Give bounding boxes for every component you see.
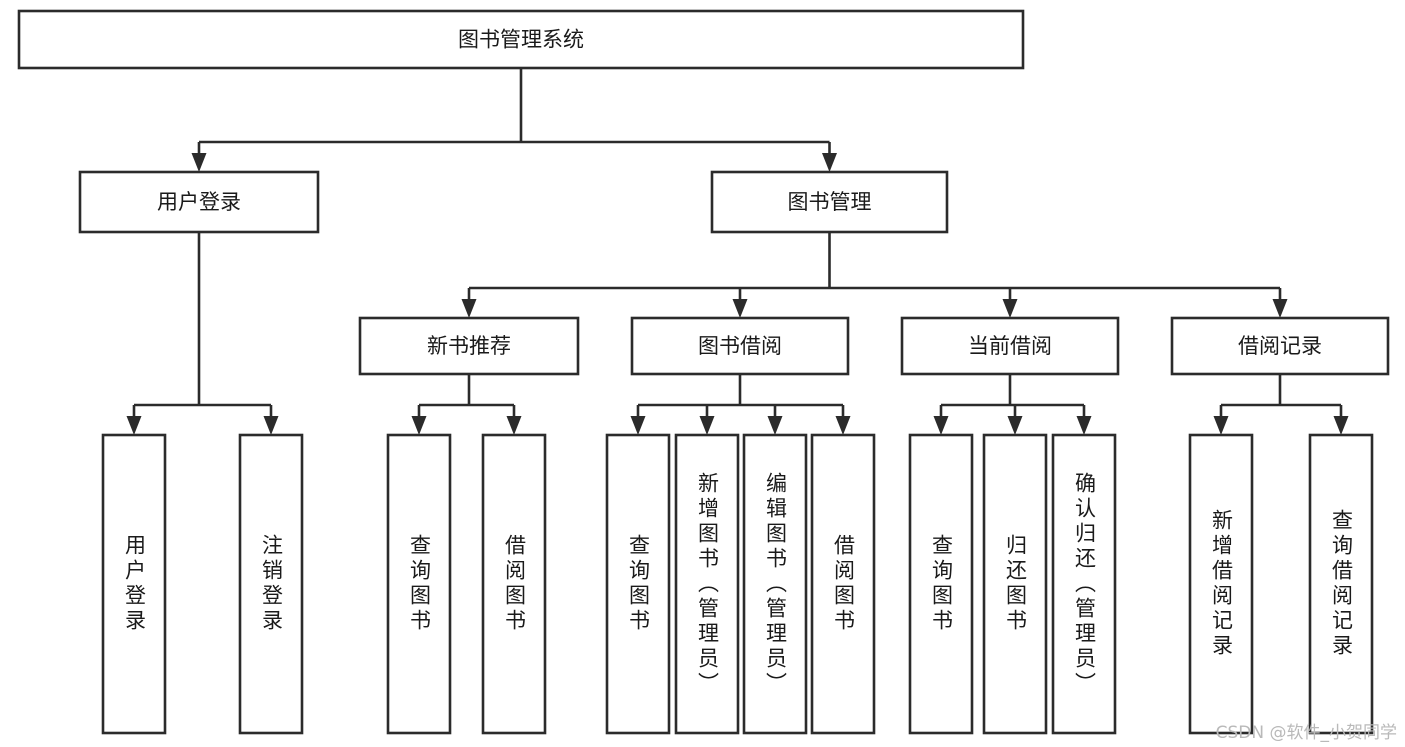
node-label-wrapper: 编辑图书（管理员） xyxy=(763,471,788,697)
node-label-wrapper: 归还图书 xyxy=(1003,534,1028,634)
node-leaf-add-book-admin[interactable]: 新增图书（管理员） xyxy=(674,433,740,735)
node-leaf-edit-book-admin[interactable]: 编辑图书（管理员） xyxy=(742,433,808,735)
node-label-wrapper: 用户登录 xyxy=(122,534,147,634)
node-box[interactable] xyxy=(810,433,876,735)
node-label: 借阅图书 xyxy=(502,534,527,634)
node-new-book-recommend[interactable]: 新书推荐 xyxy=(358,316,580,376)
node-label: 当前借阅 xyxy=(968,334,1052,358)
node-box[interactable] xyxy=(481,433,547,735)
node-box[interactable] xyxy=(674,433,740,735)
node-label: 借阅记录 xyxy=(1238,334,1322,358)
node-label: 查询图书 xyxy=(626,534,651,634)
node-borrow-record[interactable]: 借阅记录 xyxy=(1170,316,1390,376)
node-box[interactable] xyxy=(742,433,808,735)
node-box[interactable] xyxy=(630,316,850,376)
node-label: 用户登录 xyxy=(122,534,147,634)
node-label: 查询图书 xyxy=(407,534,432,634)
node-label: 新增借阅记录 xyxy=(1209,509,1234,659)
node-box[interactable] xyxy=(238,433,304,735)
node-box[interactable] xyxy=(17,9,1025,70)
node-label: 图书管理系统 xyxy=(458,28,584,52)
watermark-label: CSDN @软件_小贺同学 xyxy=(1215,723,1397,743)
node-leaf-confirm-return-admin[interactable]: 确认归还（管理员） xyxy=(1051,433,1117,735)
node-leaf-add-borrow-record[interactable]: 新增借阅记录 xyxy=(1188,433,1254,735)
node-leaf-user-login[interactable]: 用户登录 xyxy=(101,433,167,735)
node-label: 图书借阅 xyxy=(698,334,782,358)
node-label: 确认归还（管理员） xyxy=(1072,471,1097,697)
node-label-wrapper: 借阅图书 xyxy=(502,534,527,634)
node-label: 新书推荐 xyxy=(427,334,511,358)
node-label-wrapper: 查询图书 xyxy=(407,534,432,634)
node-label: 归还图书 xyxy=(1003,534,1028,634)
node-leaf-logout-login[interactable]: 注销登录 xyxy=(238,433,304,735)
node-label: 查询图书 xyxy=(929,534,954,634)
node-box[interactable] xyxy=(900,316,1120,376)
node-box[interactable] xyxy=(386,433,452,735)
node-book-management[interactable]: 图书管理 xyxy=(710,170,949,234)
node-label: 用户登录 xyxy=(157,190,241,214)
node-label: 注销登录 xyxy=(259,534,284,634)
node-leaf-borrow-book-2[interactable]: 借阅图书 xyxy=(810,433,876,735)
node-label-wrapper: 确认归还（管理员） xyxy=(1072,471,1097,697)
edge-group xyxy=(461,232,1288,318)
node-box[interactable] xyxy=(1051,433,1117,735)
node-root[interactable]: 图书管理系统 xyxy=(17,9,1025,70)
node-label: 借阅图书 xyxy=(831,534,856,634)
node-label: 图书管理 xyxy=(788,190,872,214)
node-label: 新增图书（管理员） xyxy=(695,471,720,697)
node-label-wrapper: 借阅图书 xyxy=(831,534,856,634)
node-leaf-query-book-1[interactable]: 查询图书 xyxy=(386,433,452,735)
node-label-wrapper: 新增图书（管理员） xyxy=(695,471,720,697)
node-current-borrow[interactable]: 当前借阅 xyxy=(900,316,1120,376)
edge-group xyxy=(126,232,279,435)
node-box[interactable] xyxy=(101,433,167,735)
node-leaf-borrow-book-1[interactable]: 借阅图书 xyxy=(481,433,547,735)
node-box[interactable] xyxy=(78,170,320,234)
node-label: 查询借阅记录 xyxy=(1329,509,1354,659)
node-leaf-return-book[interactable]: 归还图书 xyxy=(982,433,1048,735)
node-leaf-query-book-2[interactable]: 查询图书 xyxy=(605,433,671,735)
node-box[interactable] xyxy=(982,433,1048,735)
node-box[interactable] xyxy=(908,433,974,735)
node-book-borrow[interactable]: 图书借阅 xyxy=(630,316,850,376)
edge-group xyxy=(933,374,1092,435)
edges-layer xyxy=(126,68,1349,435)
node-label-wrapper: 注销登录 xyxy=(259,534,284,634)
node-label-wrapper: 查询图书 xyxy=(929,534,954,634)
node-label: 编辑图书（管理员） xyxy=(763,471,788,697)
node-leaf-query-book-3[interactable]: 查询图书 xyxy=(908,433,974,735)
node-box[interactable] xyxy=(1170,316,1390,376)
edge-group xyxy=(630,374,851,435)
edge-group xyxy=(411,374,522,435)
nodes-layer: 图书管理系统用户登录图书管理新书推荐图书借阅当前借阅借阅记录用户登录注销登录查询… xyxy=(17,9,1390,735)
node-box[interactable] xyxy=(1308,433,1374,735)
edge-group xyxy=(1213,374,1349,435)
node-label-wrapper: 新增借阅记录 xyxy=(1209,509,1234,659)
node-label-wrapper: 查询图书 xyxy=(626,534,651,634)
node-box[interactable] xyxy=(605,433,671,735)
edge-group xyxy=(191,68,837,172)
node-box[interactable] xyxy=(710,170,949,234)
node-box[interactable] xyxy=(358,316,580,376)
node-label-wrapper: 查询借阅记录 xyxy=(1329,509,1354,659)
node-leaf-query-borrow-record[interactable]: 查询借阅记录 xyxy=(1308,433,1374,735)
node-user-login[interactable]: 用户登录 xyxy=(78,170,320,234)
node-box[interactable] xyxy=(1188,433,1254,735)
